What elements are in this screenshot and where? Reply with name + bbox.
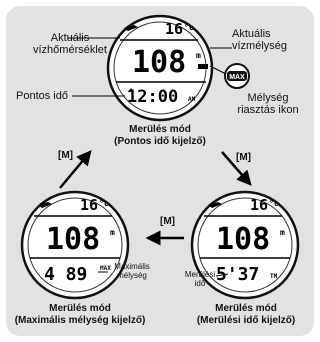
left-caption-line1: Merülés mód bbox=[49, 303, 111, 314]
right-watch: 16 °c 108 m 5'37 TM bbox=[190, 190, 300, 300]
right-temp-unit: °c bbox=[269, 199, 279, 208]
left-watch-caption: Merülés mód (Maximális mélység kijelző) bbox=[10, 303, 150, 327]
mode-key-bottom: [M] bbox=[160, 216, 175, 227]
max-depth-label-line2: mélység bbox=[117, 271, 147, 280]
arrow-left-to-top bbox=[59, 150, 92, 189]
left-temp-value: 16 bbox=[80, 196, 98, 214]
water-depth-label-line1: Aktuális bbox=[232, 28, 271, 40]
top-time-value: 12:00 bbox=[127, 87, 178, 107]
dive-time-label-line2: idő bbox=[194, 279, 206, 288]
top-watch: 16 °c 108 m 12:00 AM bbox=[106, 14, 214, 122]
right-dive-time-suffix: TM bbox=[270, 273, 278, 280]
dive-time-leader bbox=[215, 273, 229, 277]
top-depth-unit: m bbox=[196, 51, 201, 60]
top-bar-indicator bbox=[198, 64, 208, 69]
arrow-top-to-right bbox=[221, 151, 252, 186]
left-depth-value: 108 bbox=[46, 222, 100, 257]
max-depth-label-line1: Maximális bbox=[114, 262, 150, 271]
right-watch-caption: Merülés mód (Merülési idő kijelző) bbox=[180, 303, 312, 327]
right-depth-value: 108 bbox=[216, 222, 270, 257]
right-temp-value: 16 bbox=[250, 196, 268, 214]
mode-key-left: [M] bbox=[58, 150, 73, 161]
max-depth-label: Maximális mélység bbox=[104, 262, 160, 280]
depth-alarm-label-line2: riasztás ikon bbox=[237, 104, 299, 116]
water-temp-label: Aktuális vízhőmérséklet bbox=[20, 32, 120, 56]
left-diver-icon bbox=[38, 202, 52, 208]
top-caption-line1: Merülés mód bbox=[129, 124, 191, 135]
top-time-suffix: AM bbox=[188, 96, 196, 103]
top-watch-caption: Merülés mód (Pontos idő kijelző) bbox=[100, 124, 220, 148]
right-caption-line1: Merülés mód bbox=[215, 303, 277, 314]
left-watch-face bbox=[27, 197, 123, 293]
water-depth-label-line2: vízmélység bbox=[232, 40, 288, 52]
depth-alarm-leader bbox=[209, 65, 227, 75]
exact-time-label: Pontos idő bbox=[16, 90, 68, 102]
left-max-suffix: MAX bbox=[100, 265, 111, 272]
right-depth-unit: m bbox=[280, 228, 285, 237]
left-watch: 16 °c 108 m 4 89 MAX bbox=[20, 190, 130, 300]
top-temp-unit: °c bbox=[184, 23, 194, 32]
mode-key-right: [M] bbox=[236, 152, 251, 163]
right-caption-line2: (Merülési idő kijelző) bbox=[196, 315, 296, 326]
left-depth-unit: m bbox=[110, 228, 115, 237]
water-temp-label-line1: Aktuális bbox=[50, 32, 90, 44]
top-temp-value: 16 bbox=[165, 20, 183, 38]
top-depth-value: 108 bbox=[132, 45, 186, 80]
water-temp-label-line2: vízhőmérséklet bbox=[33, 44, 107, 56]
right-dive-time-value: 5'37 bbox=[216, 264, 259, 285]
dive-time-label-line1: Merülési bbox=[184, 270, 216, 279]
top-diver-icon bbox=[124, 25, 138, 31]
right-watch-face bbox=[197, 197, 293, 293]
right-diver-icon bbox=[208, 202, 222, 208]
left-max-depth-value: 4 89 bbox=[44, 264, 87, 285]
water-depth-label: Aktuális vízmélység bbox=[232, 28, 287, 52]
top-small-triangle-icon bbox=[128, 88, 134, 92]
dive-time-label: Merülési idő bbox=[180, 270, 220, 288]
left-caption-line2: (Maximális mélység kijelző) bbox=[14, 315, 146, 326]
top-caption-line2: (Pontos idő kijelző) bbox=[114, 136, 206, 147]
depth-alarm-label-line1: Mélység bbox=[247, 92, 289, 104]
svg-text:MAX: MAX bbox=[229, 74, 245, 81]
depth-alarm-label: Mélység riasztás ikon bbox=[228, 92, 308, 116]
max-badge-icon: MAX bbox=[224, 63, 250, 89]
left-temp-unit: °c bbox=[99, 199, 109, 208]
